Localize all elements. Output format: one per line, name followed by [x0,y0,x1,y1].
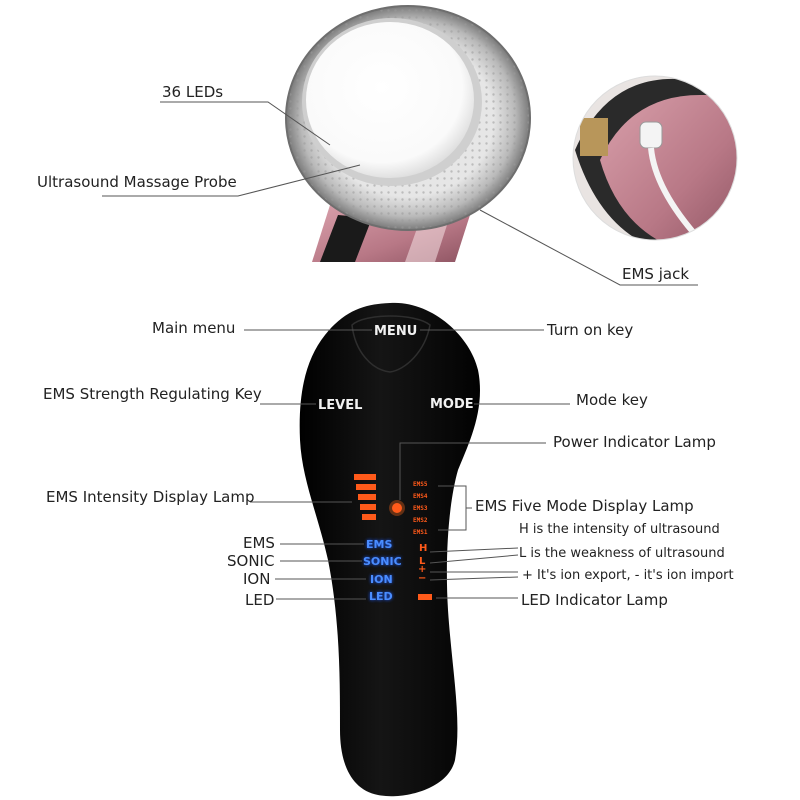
label-power-lamp: Power Indicator Lamp [553,433,716,451]
ion-minus-indicator: − [418,573,427,584]
label-probe: Ultrasound Massage Probe [37,173,237,191]
ems-intensity-bars [354,474,376,520]
ems-jack-inset [572,75,738,241]
label-l-desc: L is the weakness of ultrasound [519,546,725,561]
label-ems-five-mode: EMS Five Mode Display Lamp [475,497,694,515]
label-ems-intensity: EMS Intensity Display Lamp [46,488,255,506]
label-ems-strength-key: EMS Strength Regulating Key [43,385,262,403]
probe-head [285,5,531,231]
mode-tag-ion: ION [370,573,393,586]
label-led-lamp: LED Indicator Lamp [521,591,668,609]
label-main-menu: Main menu [152,319,236,337]
label-h-desc: H is the intensity of ultrasound [519,522,720,537]
ems-mode-5: EMS5 [413,481,428,488]
mode-tag-led: LED [369,590,393,603]
level-button[interactable]: LEVEL [318,398,363,413]
label-turn-on-key: Turn on key [547,321,634,339]
ems-mode-3: EMS3 [413,505,428,512]
ion-plus-indicator: + [418,564,427,575]
label-mode-key: Mode key [576,391,648,409]
menu-button[interactable]: MENU [374,324,418,339]
leader-lines [102,101,698,600]
label-36-leds: 36 LEDs [162,83,224,101]
ultrasound-l-indicator: L [419,556,426,567]
label-ion-desc: + It's ion export, - it's ion import [522,568,734,583]
device-body [299,302,480,797]
led-indicator-lamp [418,594,432,600]
mode-tag-ems: EMS [366,538,393,551]
label-led: LED [245,591,275,609]
label-ems-jack: EMS jack [622,265,690,283]
label-ems: EMS [243,534,275,552]
mode-button[interactable]: MODE [430,397,474,412]
label-ion: ION [243,570,271,588]
label-sonic: SONIC [227,552,275,570]
ultrasound-h-indicator: H [419,543,428,554]
mode-tag-sonic: SONIC [363,555,402,568]
ems-mode-4: EMS4 [413,493,428,500]
power-lamp [389,500,405,516]
ems-mode-2: EMS2 [413,517,428,524]
ems-mode-1: EMS1 [413,529,428,536]
